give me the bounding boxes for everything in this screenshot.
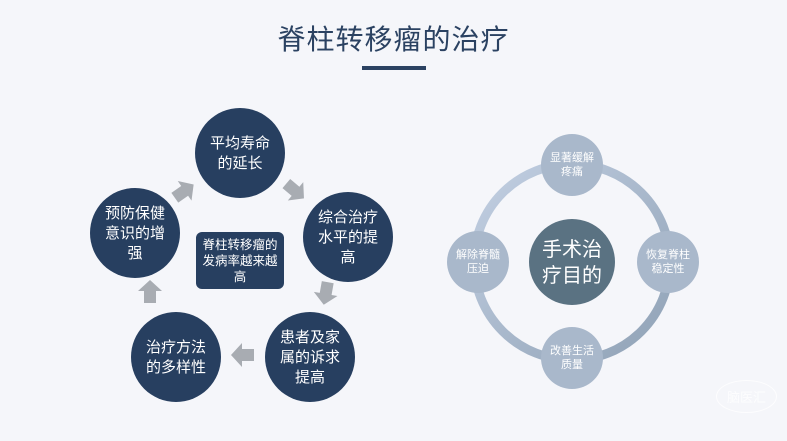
goal-decompression: 解除脊髓压迫 [447, 231, 509, 293]
goals-center: 手术治疗目的 [529, 219, 615, 305]
cycle-node-prevention: 预防保健意识的增强 [90, 188, 180, 278]
arrow-icon [167, 174, 201, 208]
page-title: 脊柱转移瘤的治疗 [277, 23, 510, 56]
arrow-icon [278, 174, 312, 208]
cycle-node-lifespan: 平均寿命的延长 [195, 108, 285, 198]
goal-stability: 恢复脊柱稳定性 [637, 231, 699, 293]
goal-pain-relief: 显著缓解疼痛 [541, 134, 603, 196]
cycle-node-patient-demand: 患者及家属的诉求提高 [265, 312, 355, 402]
goal-quality-of-life: 改善生活质量 [541, 327, 603, 389]
title-underline [362, 66, 426, 70]
cycle-node-treatment-level: 综合治疗水平的提高 [303, 192, 393, 282]
cycle-node-treatment-variety: 治疗方法的多样性 [131, 312, 221, 402]
arrow-icon [138, 280, 162, 303]
arrow-icon [311, 280, 340, 307]
watermark-logo: 脑医汇 [716, 380, 778, 413]
cycle-center-box: 脊柱转移瘤的发病率越来越高 [196, 232, 284, 289]
arrow-icon [231, 343, 254, 367]
